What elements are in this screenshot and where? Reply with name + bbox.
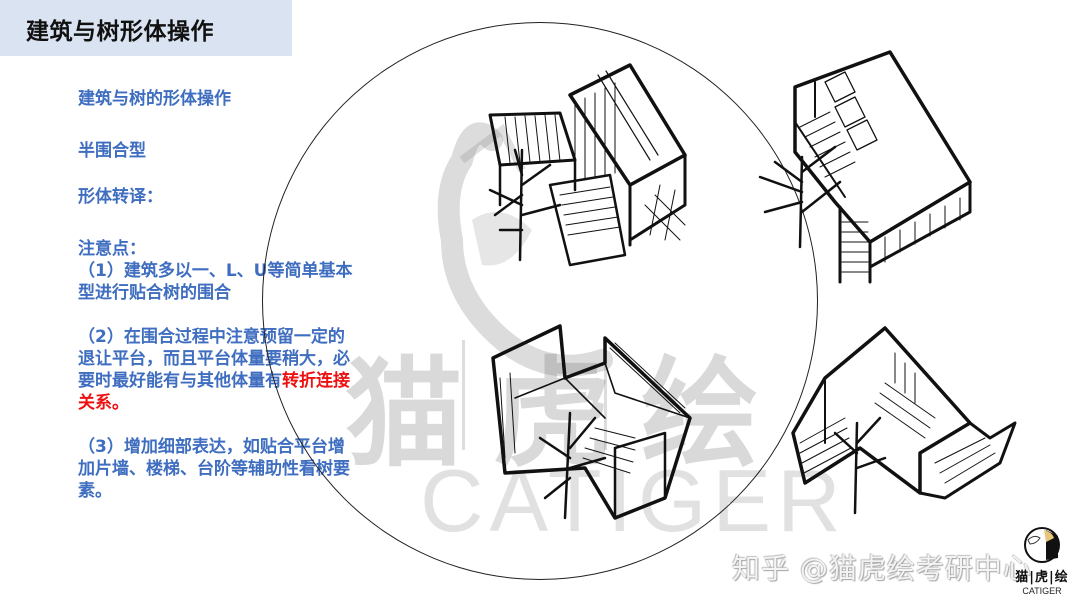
translation-label: 形体转译： — [78, 187, 163, 207]
sketch-stepped-building — [785, 323, 1020, 515]
catiger-logo: 猫|虎|绘 CATIGER — [1010, 526, 1074, 602]
title-bar: 建筑与树形体操作 — [0, 0, 292, 56]
sketch-u-shaped-building — [485, 318, 695, 523]
slide-title: 建筑与树形体操作 — [26, 19, 214, 45]
tiger-head-icon — [1020, 526, 1064, 564]
note-2-line-4: 关系。 — [78, 393, 129, 413]
platform-watermark: 知乎 @猫虎绘考研中心 — [732, 552, 1032, 585]
logo-text-en: CATIGER — [1022, 586, 1062, 596]
note-2-line-3-text: 要时最好能有与其他体量有 — [78, 371, 282, 391]
note-3-line-3: 素。 — [78, 481, 112, 501]
sketch-linear-building — [755, 50, 975, 284]
note-3-line-1: （3）增加细部表达，如贴合平台增 — [78, 437, 345, 457]
section-heading: 建筑与树的形体操作 — [78, 89, 231, 109]
note-3-line-2: 加片墙、楼梯、台阶等辅助性看树要 — [78, 459, 350, 479]
enclosure-circle — [262, 22, 818, 580]
note-1-line-2: 型进行贴合树的围合 — [78, 283, 231, 303]
type-label: 半围合型 — [78, 141, 146, 161]
logo-text-cn: 猫|虎|绘 — [1015, 570, 1069, 585]
sketch-l-shaped-building — [480, 55, 695, 275]
notes-label: 注意点： — [78, 239, 146, 259]
